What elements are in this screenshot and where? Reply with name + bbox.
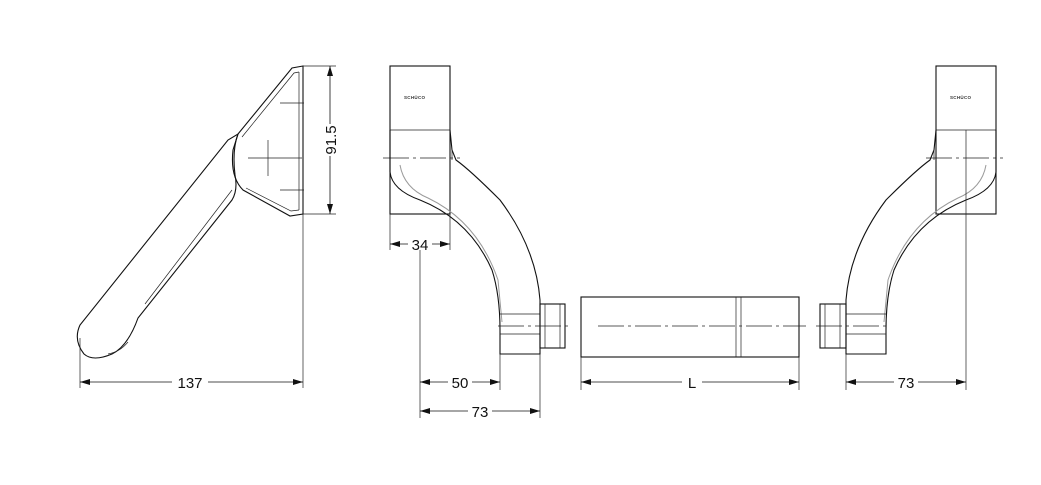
left-logo: SCHÜCO bbox=[404, 94, 426, 100]
left-lever-arm bbox=[389, 129, 541, 355]
dim-rose-width: 34 bbox=[412, 237, 429, 254]
dim-lever-height: 91.5 bbox=[323, 125, 340, 154]
left-rose bbox=[389, 65, 451, 215]
dim-projection-right: 73 bbox=[898, 375, 915, 392]
bar-body bbox=[580, 296, 800, 358]
left-handle: SCHÜCO 34 50 73 bbox=[383, 65, 570, 421]
side-rose-plate bbox=[231, 65, 304, 217]
right-handle: SCHÜCO 73 bbox=[816, 65, 1003, 392]
connecting-bar: L bbox=[580, 296, 806, 392]
right-logo: SCHÜCO bbox=[950, 94, 972, 100]
dim-projection-left: 73 bbox=[472, 404, 489, 421]
dim-projection-inner: 50 bbox=[452, 375, 469, 392]
right-lever-arm bbox=[845, 129, 997, 355]
dim-lever-length: 137 bbox=[177, 375, 202, 392]
side-view: 91.5 137 bbox=[76, 65, 340, 392]
side-lever-body bbox=[76, 132, 240, 359]
dim-bar-length: L bbox=[688, 375, 696, 392]
